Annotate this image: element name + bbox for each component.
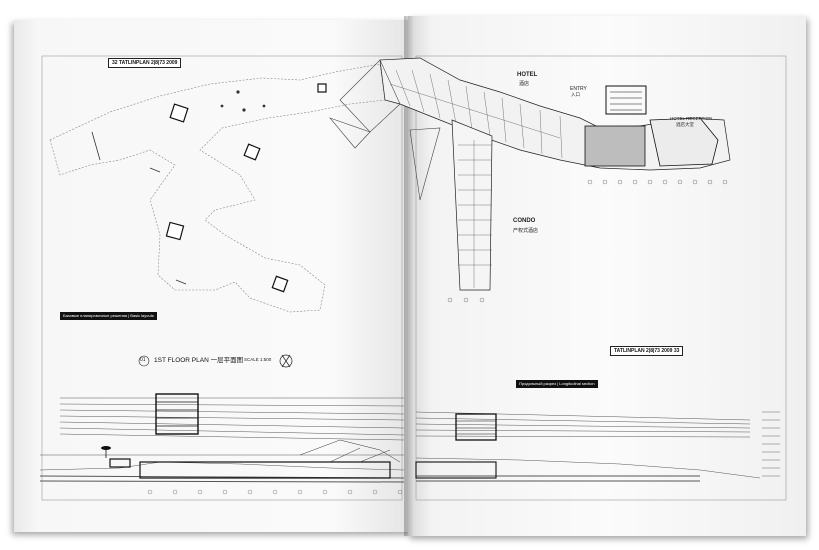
right-footer-tag: TATLINPLAN 2|8|73 2009 33 bbox=[610, 346, 684, 356]
hotel-label-cn: 酒店 bbox=[519, 81, 530, 87]
page-spine bbox=[404, 16, 414, 536]
plan-title-cn: 一层平面图 bbox=[210, 357, 244, 364]
condo-label: CONDO bbox=[513, 218, 536, 224]
hotel-core bbox=[584, 125, 646, 167]
entry-label-cn: 入口 bbox=[571, 92, 580, 97]
left-header-tag: 32 TATLINPLAN 2|8|73 2009 bbox=[108, 58, 182, 68]
plan-number: 01 bbox=[140, 357, 146, 363]
entry-stripes bbox=[610, 91, 642, 111]
left-caption-tag: Базовые планировочные решения | Basic la… bbox=[60, 312, 157, 320]
reception-label: HOTEL RECEPTION bbox=[670, 116, 713, 121]
reception-hall bbox=[649, 117, 719, 167]
hotel-wing-rooms bbox=[389, 69, 563, 159]
tree-icon bbox=[101, 446, 111, 458]
left-section bbox=[39, 397, 405, 483]
section-tower-right bbox=[455, 413, 497, 441]
right-frame bbox=[415, 55, 787, 501]
condo-label-cn: 产权式酒店 bbox=[513, 228, 539, 234]
reception-label-cn: 酒店大堂 bbox=[676, 122, 694, 127]
entry-label: ENTRY bbox=[570, 86, 587, 92]
section-tower-left bbox=[155, 393, 199, 435]
plan-details bbox=[91, 90, 266, 285]
pavilions bbox=[165, 83, 327, 293]
plan-title-text: 1ST FLOOR PLAN bbox=[154, 357, 209, 364]
left-frame bbox=[41, 55, 403, 501]
plan-number-icon bbox=[138, 355, 150, 367]
north-arrow-icon bbox=[279, 354, 293, 368]
section-podium-left bbox=[139, 461, 391, 479]
grid-circles-right bbox=[447, 179, 728, 303]
entry-canopy bbox=[605, 85, 647, 115]
grid-circles-left bbox=[147, 489, 403, 495]
plan-scale: SCALE 1:500 bbox=[244, 357, 272, 362]
plan-title: 1ST FLOOR PLAN 一层平面图 bbox=[154, 354, 243, 364]
roof-shards bbox=[329, 59, 441, 201]
right-section bbox=[415, 411, 761, 482]
roof-outline-plan bbox=[49, 63, 386, 313]
level-markers bbox=[762, 411, 780, 477]
condo-rooms bbox=[458, 140, 492, 288]
section-tower-floors bbox=[156, 401, 198, 427]
left-page bbox=[14, 20, 412, 532]
hotel-label: HOTEL bbox=[517, 72, 538, 78]
section-diagonals bbox=[299, 439, 401, 463]
section-caption-tag: Продольный разрез | Longitudinal section bbox=[516, 380, 598, 388]
